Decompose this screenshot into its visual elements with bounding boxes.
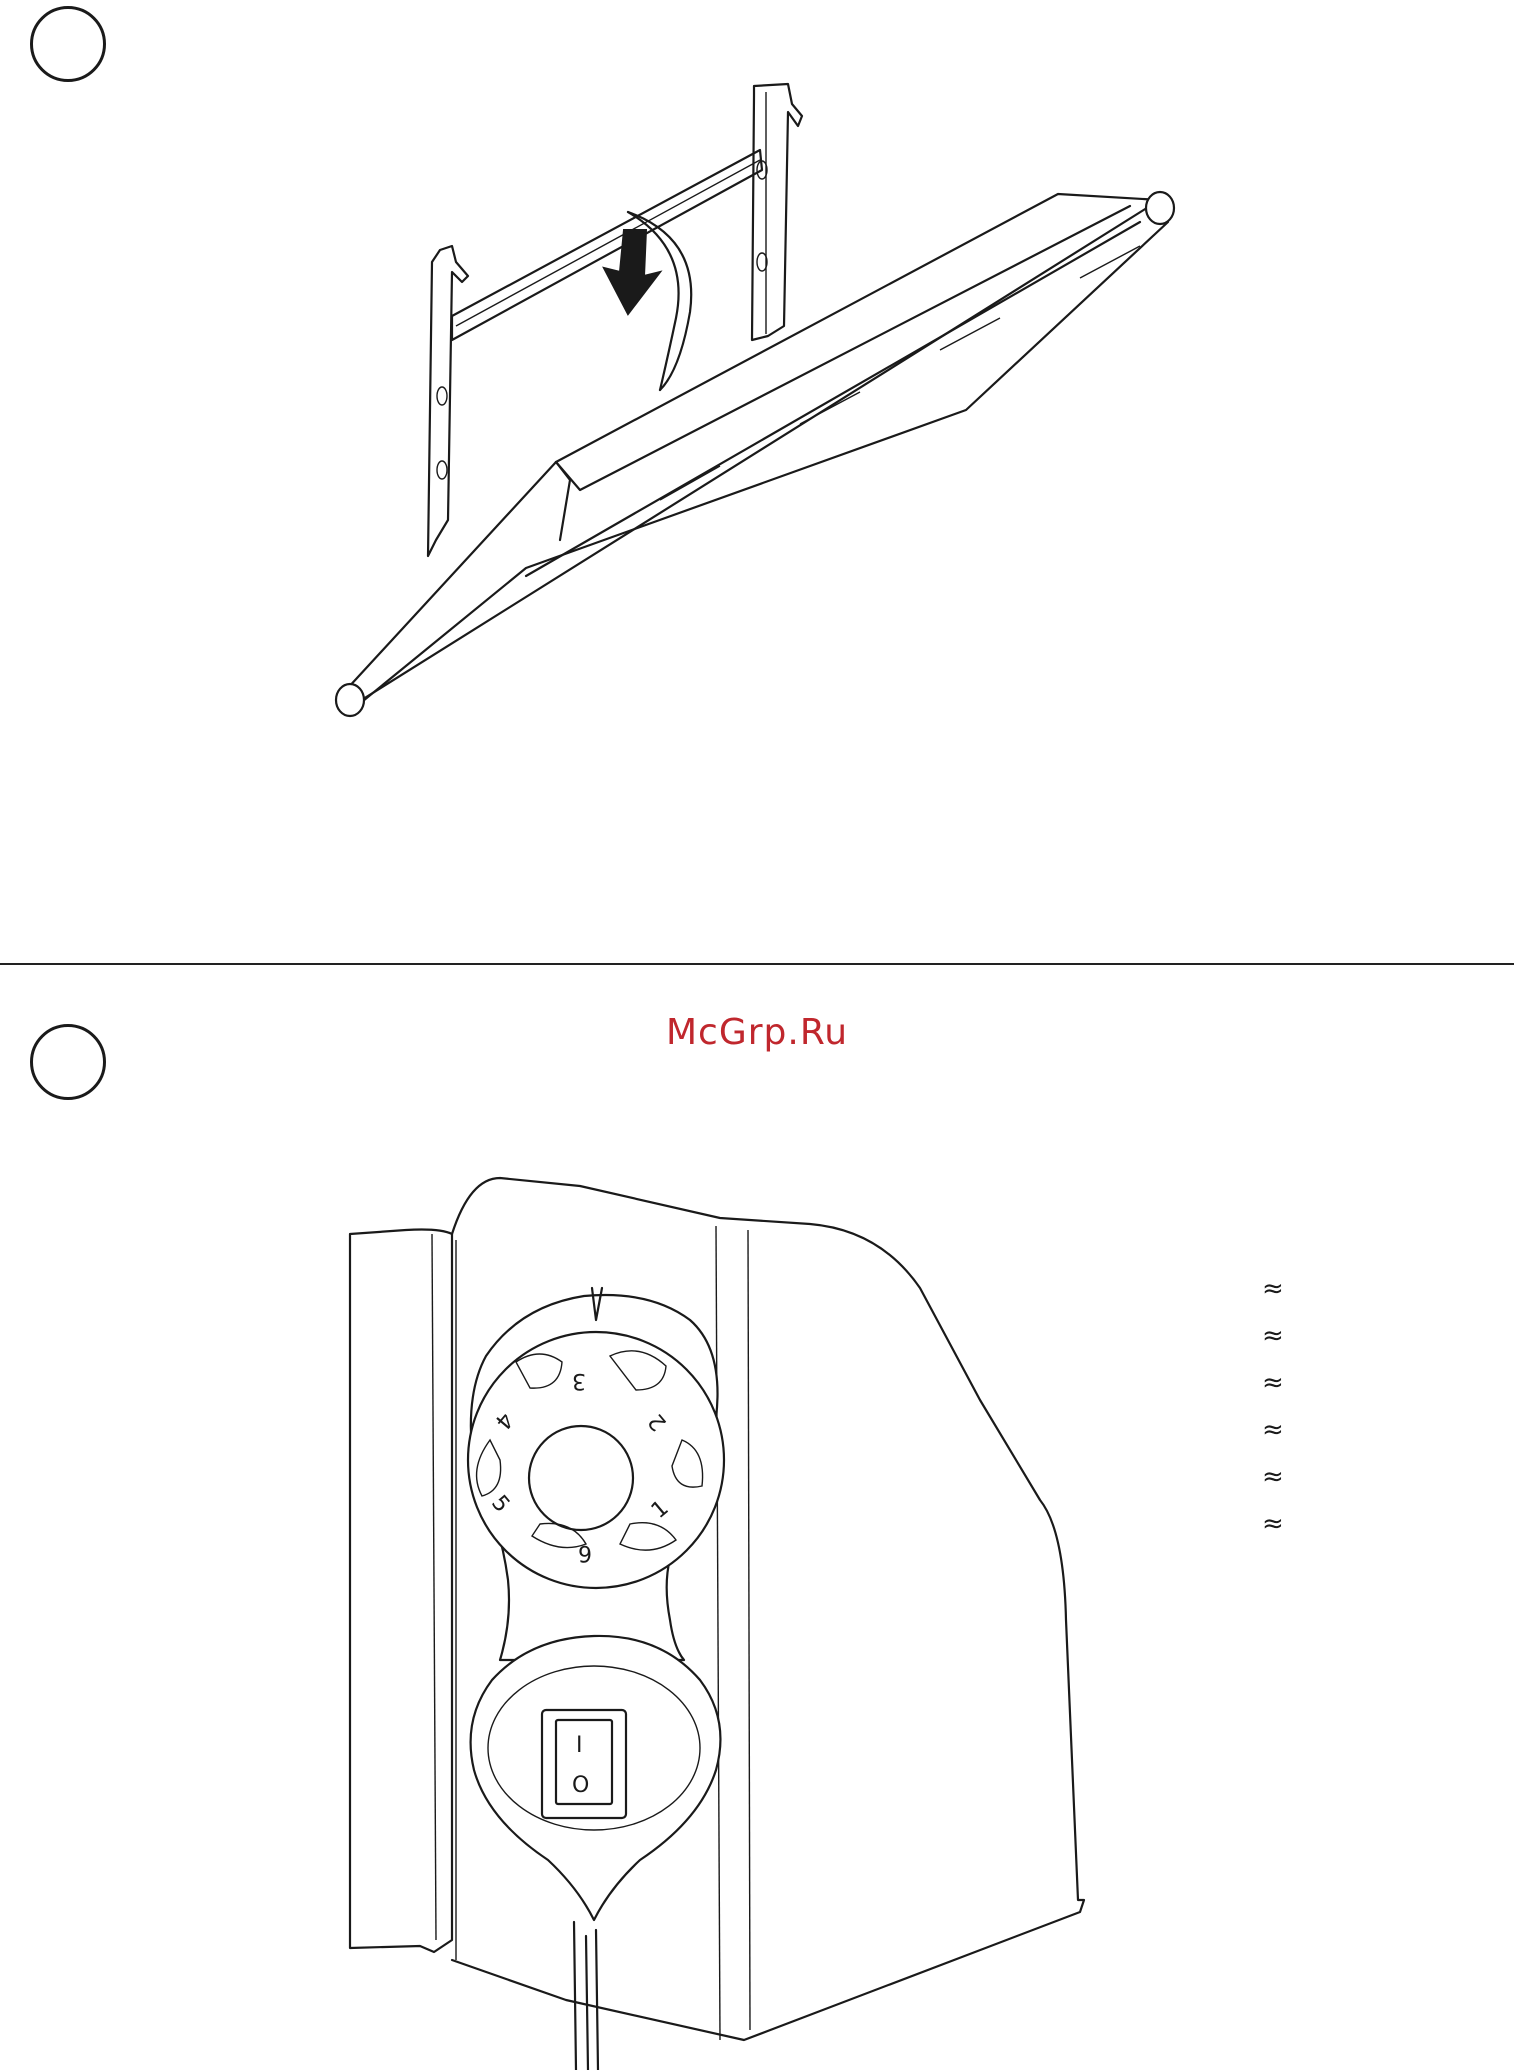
heater-bracket-illustration [0,0,1514,960]
wave-icon: ≈ [1262,1266,1284,1313]
watermark: McGrp.Ru [0,1012,1514,1053]
down-arrow-icon [604,230,660,314]
wave-icon: ≈ [1262,1313,1284,1360]
dial-number-6: 6 [578,1540,592,1565]
switch-on-label: I [576,1733,583,1758]
wave-icon: ≈ [1262,1360,1284,1407]
dial-number-3: 3 [572,1368,586,1393]
wave-icon: ≈ [1262,1501,1284,1548]
wave-symbol-list: ≈ ≈ ≈ ≈ ≈ ≈ [1262,1266,1284,1548]
wave-icon: ≈ [1262,1454,1284,1501]
wave-icon: ≈ [1262,1407,1284,1454]
heater-control-illustration: 3 2 4 1 5 6 I O [0,1100,1514,2070]
section-divider [0,963,1514,965]
switch-off-label: O [572,1773,589,1798]
